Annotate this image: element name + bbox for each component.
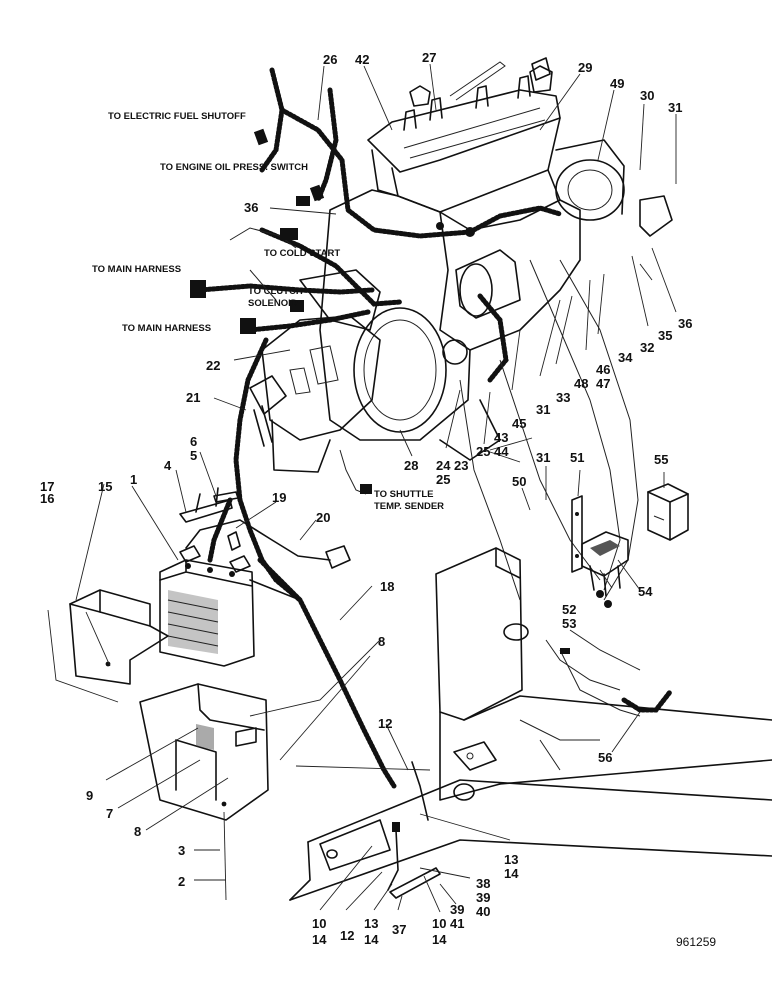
engine-block — [249, 57, 673, 473]
callout-28: 28 — [404, 458, 418, 473]
callout-35: 35 — [658, 328, 672, 343]
battery-clamp — [179, 487, 351, 569]
callout-15: 15 — [98, 479, 112, 494]
callout-21: 21 — [186, 390, 200, 405]
battery-tray — [139, 683, 269, 821]
callout-1: 1 — [130, 472, 137, 487]
callout-39-left: 39 — [450, 902, 464, 917]
callout-16: 16 — [40, 491, 54, 506]
callout-3: 3 — [178, 843, 185, 858]
note-shuttle-2: TEMP. SENDER — [374, 501, 444, 512]
note-oil-press: TO ENGINE OIL PRESS. SWITCH — [160, 162, 308, 173]
callout-40: 40 — [476, 904, 490, 919]
callout-19: 19 — [272, 490, 286, 505]
callout-39-right: 39 — [476, 890, 490, 905]
callout-51: 51 — [570, 450, 584, 465]
callout-31-mid: 31 — [536, 402, 550, 417]
callout-18: 18 — [380, 579, 394, 594]
callout-48: 48 — [574, 376, 588, 391]
callout-43: 43 — [494, 430, 508, 445]
note-clutch-1: TO CLUTCH — [248, 286, 303, 297]
notes: TO ELECTRIC FUEL SHUTOFF TO ENGINE OIL P… — [92, 111, 444, 512]
note-fuel-shutoff: TO ELECTRIC FUEL SHUTOFF — [108, 111, 246, 122]
reference-number: 961259 — [676, 935, 716, 949]
callout-55: 55 — [654, 452, 668, 467]
callout-25-left: 25 — [436, 472, 450, 487]
callout-24: 24 — [436, 458, 451, 473]
battery-cover — [69, 589, 169, 685]
callout-38: 38 — [476, 876, 490, 891]
callout-13-lower: 13 — [364, 916, 378, 931]
callout-42: 42 — [355, 52, 369, 67]
callout-14-right2: 14 — [432, 932, 447, 947]
callout-45: 45 — [512, 416, 526, 431]
note-main-harness-2: TO MAIN HARNESS — [122, 323, 211, 334]
callout-20: 20 — [316, 510, 330, 525]
callout-13-right: 13 — [504, 852, 518, 867]
callout-8-upper: 8 — [378, 634, 385, 649]
battery — [159, 545, 255, 667]
callout-31-top: 31 — [668, 100, 682, 115]
engine-harness — [197, 67, 563, 789]
note-cold-start: TO COLD START — [264, 248, 340, 259]
callout-12-lower: 12 — [340, 928, 354, 943]
callout-22: 22 — [206, 358, 220, 373]
relay-assembly — [571, 483, 689, 597]
callout-41: 41 — [450, 916, 464, 931]
callout-4: 4 — [164, 458, 172, 473]
loose-wires — [229, 227, 673, 717]
callout-36-left: 36 — [244, 200, 258, 215]
callout-32: 32 — [640, 340, 654, 355]
callout-49: 49 — [610, 76, 624, 91]
callout-52: 52 — [562, 602, 576, 617]
callout-34: 34 — [618, 350, 633, 365]
callout-36-right: 36 — [678, 316, 692, 331]
callout-46: 46 — [596, 362, 610, 377]
callout-6: 6 — [190, 434, 197, 449]
connectors — [190, 128, 612, 654]
callout-50: 50 — [512, 474, 526, 489]
callout-47: 47 — [596, 376, 610, 391]
note-main-harness-1: TO MAIN HARNESS — [92, 264, 181, 275]
callout-12-upper: 12 — [378, 716, 392, 731]
callout-29: 29 — [578, 60, 592, 75]
note-clutch-2: SOLENOID — [248, 298, 298, 309]
callout-44: 44 — [494, 444, 509, 459]
callout-17: 17 — [40, 479, 54, 494]
callout-10-left: 10 — [312, 916, 326, 931]
callout-25-right: 25 — [476, 444, 490, 459]
callout-2: 2 — [178, 874, 185, 889]
battery-cables — [185, 519, 441, 899]
callout-27: 27 — [422, 50, 436, 65]
leader-lines — [47, 63, 677, 913]
callout-10-right: 10 — [432, 916, 446, 931]
callout-14-left1: 14 — [312, 932, 327, 947]
chassis-frame — [289, 547, 772, 901]
callout-23: 23 — [454, 458, 468, 473]
callout-53: 53 — [562, 616, 576, 631]
callout-56: 56 — [598, 750, 612, 765]
callout-30: 30 — [640, 88, 654, 103]
callout-33: 33 — [556, 390, 570, 405]
callout-8-lower: 8 — [134, 824, 141, 839]
callout-26: 26 — [323, 52, 337, 67]
callout-54: 54 — [638, 584, 653, 599]
callout-14-left2: 14 — [364, 932, 379, 947]
note-shuttle-1: TO SHUTTLE — [374, 489, 433, 500]
callout-37: 37 — [392, 922, 406, 937]
callout-14-right: 14 — [504, 866, 519, 881]
callout-5: 5 — [190, 448, 197, 463]
callout-numbers: 26 42 27 29 49 30 31 36 36 35 32 34 46 4… — [40, 50, 692, 947]
callout-31-low: 31 — [536, 450, 550, 465]
callout-9: 9 — [86, 788, 93, 803]
callout-7: 7 — [106, 806, 113, 821]
